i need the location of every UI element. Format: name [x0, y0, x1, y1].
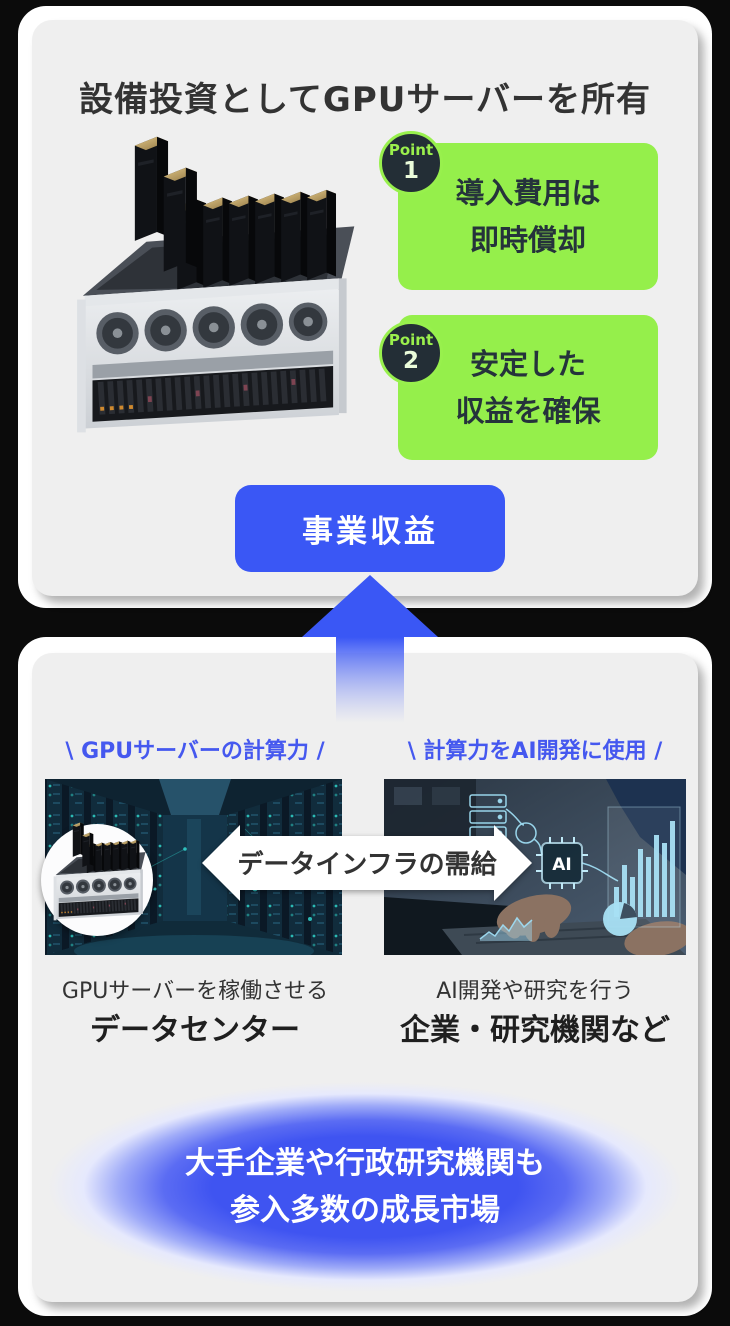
gpu-server-mini-illustration: [46, 814, 148, 926]
supply-demand-label: データインフラの需給: [237, 849, 497, 880]
right-column-header: \ 計算力をAI開発に使用 /: [407, 739, 663, 764]
datacenter-caption-bold: データセンター: [90, 1013, 300, 1048]
point-1-box: 導入費用は 即時償却: [398, 143, 658, 290]
point-2-badge: Point 2: [379, 321, 443, 385]
point-2-line-2: 収益を確保: [455, 393, 601, 428]
point-1-badge-label: Point: [388, 141, 434, 159]
section-title: 設備投資としてGPUサーバーを所有: [78, 80, 652, 120]
point-1-line-1: 導入費用は: [455, 175, 601, 210]
top-card-inner: 設備投資としてGPUサーバーを所有 導入費用は 即時償却 Point 1 安定し…: [32, 20, 698, 596]
point-1-badge: Point 1: [379, 131, 443, 195]
business-revenue-label: 事業収益: [235, 485, 505, 572]
ai-caption-bold: 企業・研究機関など: [400, 1013, 670, 1048]
growth-market-highlight: 大手企業や行政研究機関も 参入多数の成長市場: [45, 1081, 685, 1293]
point-2-line-1: 安定した: [469, 346, 586, 381]
gpu-server-image: [54, 126, 362, 450]
double-arrow-icon: [202, 825, 532, 901]
gpu-server-circle-image: [41, 824, 153, 936]
highlight-line-1: 大手企業や行政研究機関も: [185, 1146, 545, 1181]
point-2-box: 安定した 収益を確保: [398, 315, 658, 460]
left-column-header: \ GPUサーバーの計算力 /: [65, 739, 325, 764]
point-2-badge-number: 2: [402, 348, 419, 374]
gpu-server-illustration: [54, 126, 362, 450]
bottom-card-inner: \ GPUサーバーの計算力 / \ 計算力をAI開発に使用 /: [32, 653, 698, 1302]
ai-development-photo: AI: [384, 779, 686, 955]
up-arrow-icon: [298, 575, 442, 723]
highlight-line-2: 参入多数の成長市場: [230, 1193, 500, 1228]
bottom-card: \ GPUサーバーの計算力 / \ 計算力をAI開発に使用 /: [18, 637, 712, 1316]
datacenter-caption: GPUサーバーを稼働させる: [61, 979, 329, 1004]
point-1-badge-number: 1: [402, 158, 419, 184]
point-1-line-2: 即時償却: [469, 222, 586, 257]
top-card: 設備投資としてGPUサーバーを所有 導入費用は 即時償却 Point 1 安定し…: [18, 6, 712, 608]
point-2-badge-label: Point: [388, 331, 434, 349]
ai-caption: AI開発や研究を行う: [436, 979, 634, 1004]
ai-chip-icon: AI: [552, 855, 571, 875]
supply-demand-arrow: データインフラの需給: [202, 819, 532, 907]
